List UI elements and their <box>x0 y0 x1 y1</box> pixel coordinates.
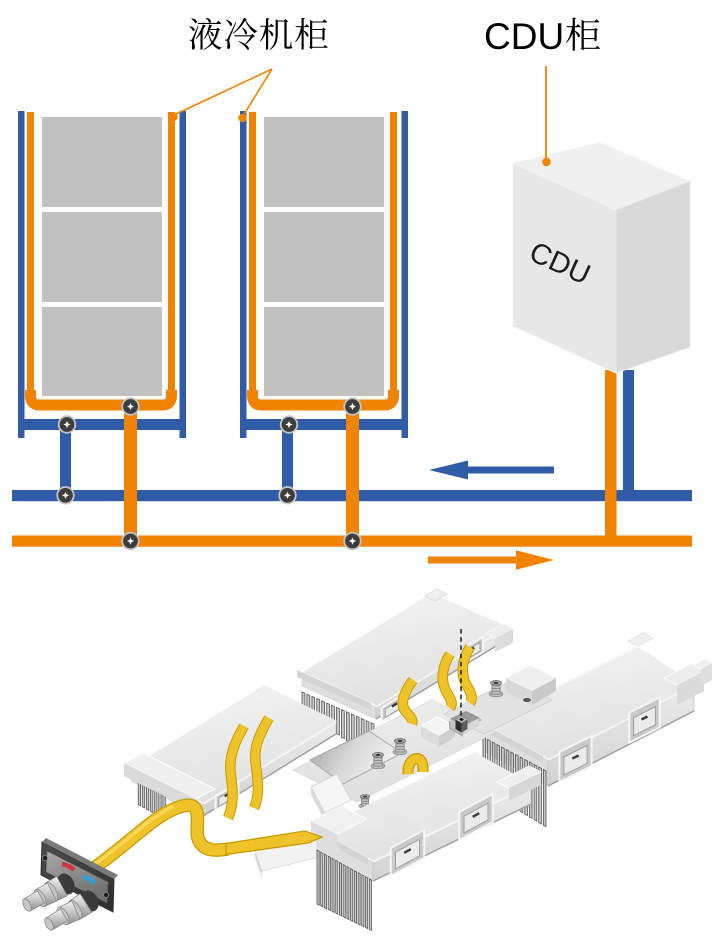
svg-text:CDU: CDU <box>484 16 564 57</box>
